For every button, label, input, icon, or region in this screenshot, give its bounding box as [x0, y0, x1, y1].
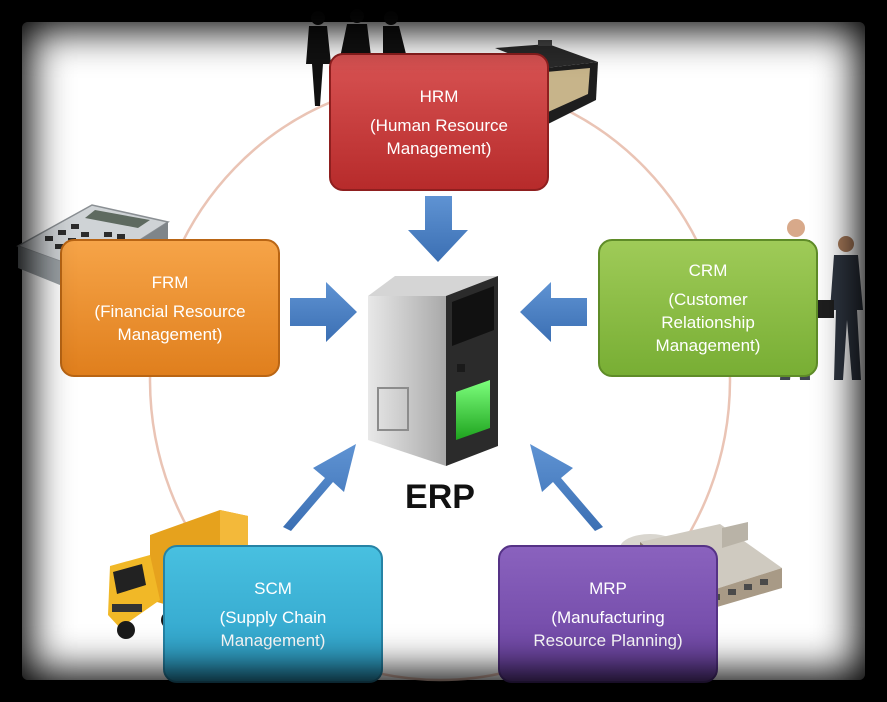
- module-frm-box: FRM (Financial Resource Management): [60, 239, 280, 377]
- module-crm-abbr: CRM: [688, 261, 728, 280]
- module-frm-name-line1: (Financial Resource: [94, 301, 246, 321]
- arrow-from-crm: [520, 282, 587, 342]
- erp-server-icon: [368, 276, 498, 466]
- module-frm-name-line2: Management): [117, 324, 223, 344]
- module-scm-name-line2: Management): [220, 630, 326, 650]
- module-mrp-name-line2: Resource Planning): [533, 630, 683, 650]
- arrow-from-scm: [283, 444, 356, 531]
- module-frm-abbr: FRM: [151, 272, 189, 292]
- arrow-from-mrp: [530, 444, 603, 531]
- module-crm-box: CRM (Customer Relationship Management): [598, 239, 818, 377]
- module-scm-abbr: SCM: [254, 578, 292, 598]
- erp-center-label: ERP: [405, 478, 475, 516]
- module-mrp-box: MRP (Manufacturing Resource Planning): [498, 545, 718, 683]
- module-crm-name-line3: Management): [655, 336, 761, 355]
- module-hrm-abbr: HRM: [419, 86, 459, 106]
- module-crm-name-line1: (Customer: [668, 290, 748, 309]
- module-hrm-name-line1: (Human Resource: [370, 115, 508, 135]
- module-crm-name-line2: Relationship: [661, 313, 755, 332]
- module-mrp-abbr: MRP: [589, 578, 627, 598]
- module-scm-box: SCM (Supply Chain Management): [163, 545, 383, 683]
- module-hrm-name-line2: Management): [386, 138, 492, 158]
- arrow-from-hrm: [408, 196, 468, 262]
- module-hrm-box: HRM (Human Resource Management): [329, 53, 549, 191]
- module-scm-name-line1: (Supply Chain: [219, 607, 327, 627]
- arrow-from-frm: [290, 282, 357, 342]
- module-mrp-name-line1: (Manufacturing: [551, 607, 665, 627]
